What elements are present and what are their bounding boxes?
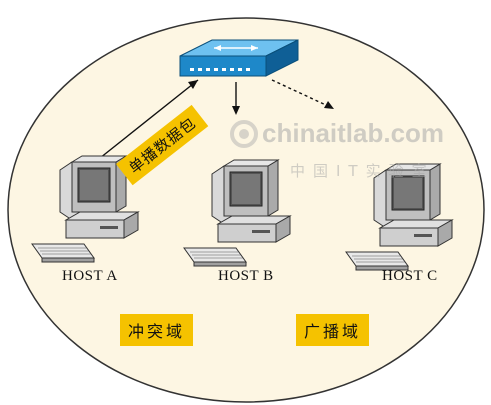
arrow-to-host-c [324,101,334,109]
links [99,79,334,159]
arrow-to-switch [188,80,198,89]
arrow-to-host-b [232,106,240,115]
host-c-label: HOST C [382,268,438,284]
broadcast-domain-label: 广播域 [296,314,370,346]
host-a-label: HOST A [62,268,118,284]
watermark-brand: chinaitlab.com [262,118,445,148]
host-b-label: HOST B [218,268,274,284]
watermark-logo [230,120,258,148]
link-host-a [99,79,199,159]
link-host-c [271,79,329,107]
collision-domain-label: 冲突域 [120,314,194,346]
switch-icon [179,39,299,77]
watermark-sub: 中国IT实验室 [290,162,435,180]
